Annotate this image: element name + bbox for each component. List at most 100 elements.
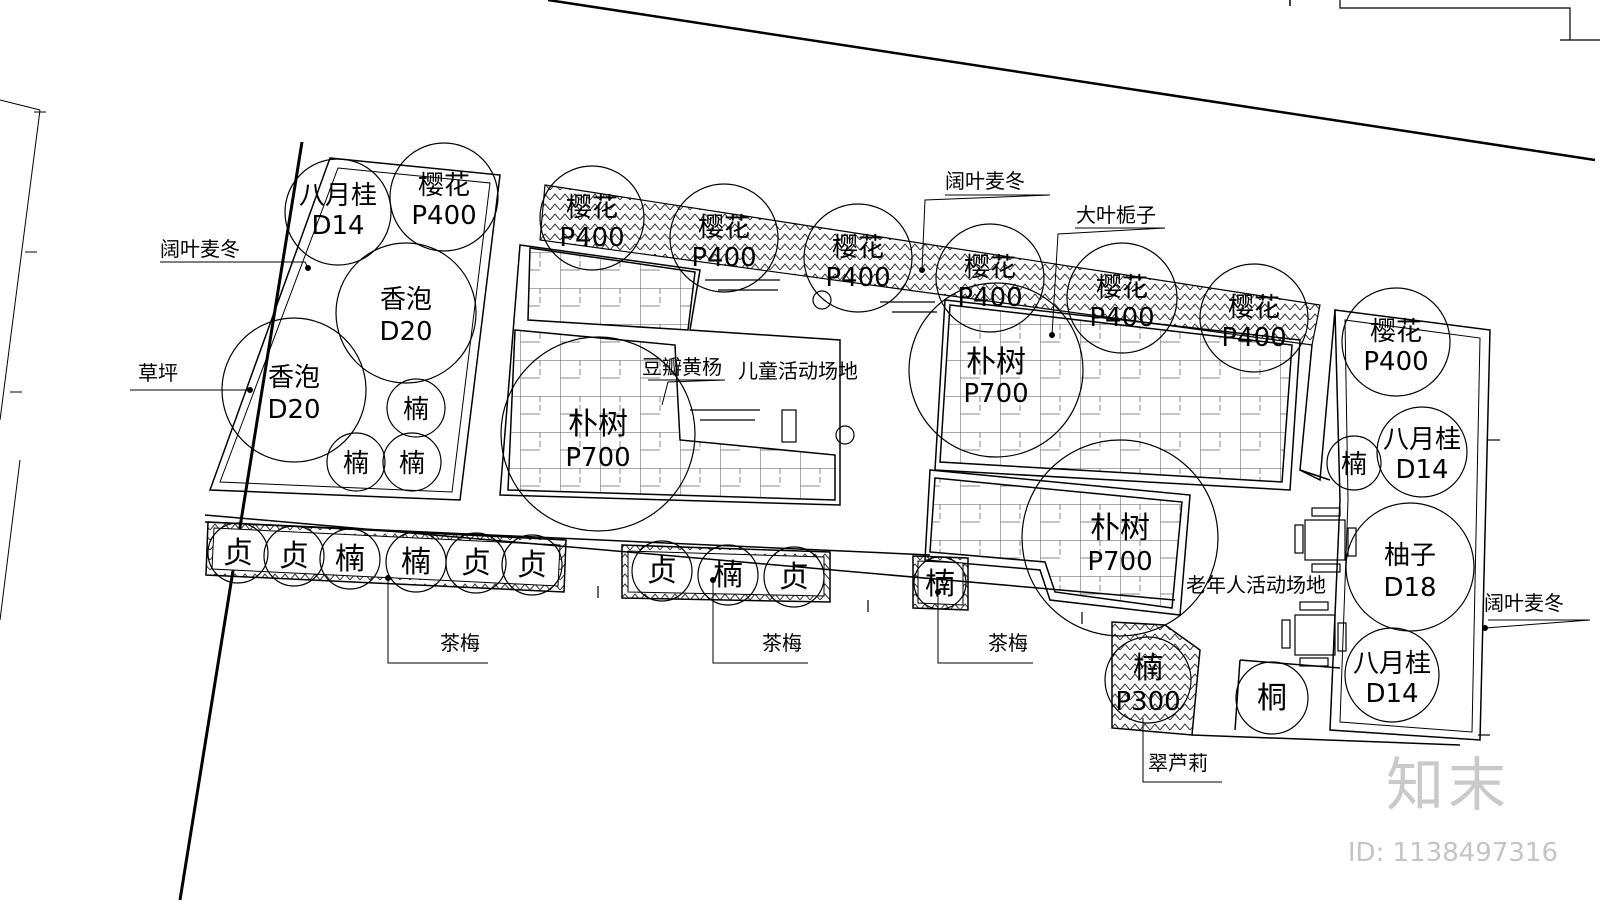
tree-name: 贞 <box>517 548 547 583</box>
tree-size: P400 <box>1363 347 1428 377</box>
tree-name: 楠 <box>713 558 743 593</box>
tree: 楠 <box>1326 435 1382 491</box>
tree-name: 楠 <box>403 395 429 425</box>
tree-name: 樱花 <box>964 253 1016 283</box>
tree-name: 楠 <box>401 545 431 580</box>
label-lawn: 草坪 <box>138 361 178 385</box>
tree-size: D14 <box>1365 679 1418 709</box>
tree: 楠 <box>326 432 386 492</box>
tree-name: 楠 <box>335 542 365 577</box>
tree-name: 香泡 <box>380 285 432 315</box>
tree-name: 八月桂 <box>1383 425 1461 455</box>
pave-east <box>939 304 1293 483</box>
tree-name: 楠 <box>343 449 369 479</box>
tree: 楠 <box>386 378 446 438</box>
tree-name: 楠 <box>1133 651 1163 686</box>
tree: 贞 <box>207 522 269 584</box>
tree: 贞 <box>263 525 325 587</box>
label-poplar: 豆瓣黄杨 <box>642 355 722 379</box>
tree: 楠 <box>382 432 442 492</box>
label-grass-left: 阔叶麦冬 <box>160 237 240 261</box>
tree: 楠 <box>697 544 759 606</box>
tree-size: D14 <box>311 211 364 241</box>
tree: 楠 <box>913 556 967 610</box>
pave-northwest <box>527 247 696 331</box>
pave-south <box>929 477 1183 609</box>
tree: 贞 <box>763 546 825 608</box>
tree: 贞 <box>445 532 507 594</box>
label-cuphea: 翠芦莉 <box>1148 751 1208 775</box>
west-planting-bed <box>208 157 501 501</box>
pave-southwest <box>507 329 836 501</box>
annotation-labels: 阔叶麦冬 草坪 阔叶麦冬 大叶栀子 豆瓣黄杨 儿童活动场地 老年人活动场地 阔叶… <box>138 169 1564 775</box>
tree-name: 桐 <box>1257 681 1287 716</box>
tree-name: 樱花 <box>1228 293 1280 323</box>
tree: 楠 <box>319 528 381 590</box>
tree-size: P700 <box>963 379 1028 409</box>
tree-name: 贞 <box>647 554 677 589</box>
table-set-icons <box>690 279 1357 667</box>
watermark-id: ID: 1138497316 <box>1347 838 1558 868</box>
tree-size: P400 <box>559 223 624 253</box>
tree-name: 贞 <box>223 536 253 571</box>
tree: 楠 <box>385 531 447 593</box>
tree-name: 八月桂 <box>1353 649 1431 679</box>
tree-name: 楠 <box>925 567 955 602</box>
tree-name: 八月桂 <box>299 181 377 211</box>
tree-name: 樱花 <box>698 213 750 243</box>
tree-name: 樱花 <box>418 171 470 201</box>
tree: 贞 <box>631 540 693 602</box>
tree-size: P700 <box>1087 547 1152 577</box>
tree-name: 贞 <box>779 560 809 595</box>
watermark-logo: 知末 <box>1385 751 1510 819</box>
tree-name: 朴树 <box>568 407 628 442</box>
label-gardenia: 大叶栀子 <box>1076 203 1156 227</box>
tree-name: 樱花 <box>832 233 884 263</box>
tree-size: P400 <box>411 201 476 231</box>
tree-name: 贞 <box>461 546 491 581</box>
tree-name: 樱花 <box>1096 273 1148 303</box>
tree-name: 柚子 <box>1384 541 1436 571</box>
dimension-ticks <box>597 439 1500 736</box>
label-camellia-1: 茶梅 <box>440 631 480 655</box>
label-kids-area: 儿童活动场地 <box>738 359 858 383</box>
label-camellia-3: 茶梅 <box>988 631 1028 655</box>
tree-size: P400 <box>691 243 756 273</box>
leader-lines <box>130 194 1591 783</box>
bed-outlines <box>204 157 1491 746</box>
southeast-plot <box>1111 621 1201 736</box>
kids-plaza-outline <box>499 244 841 506</box>
tree-name: 樱花 <box>566 193 618 223</box>
tree: 贞 <box>501 534 563 596</box>
label-camellia-2: 茶梅 <box>762 631 802 655</box>
tree-name: 楠 <box>399 449 425 479</box>
tree-name: 樱花 <box>1370 317 1422 347</box>
east-plaza-outline <box>934 299 1301 491</box>
tree-name: 朴树 <box>966 345 1026 380</box>
label-grass-top: 阔叶麦冬 <box>945 169 1025 193</box>
tree-name: 贞 <box>279 539 309 574</box>
tree-size: P400 <box>1089 303 1154 333</box>
tree-size: D18 <box>1383 573 1436 603</box>
tree-size: D20 <box>267 395 320 425</box>
tree-size: D20 <box>379 317 432 347</box>
